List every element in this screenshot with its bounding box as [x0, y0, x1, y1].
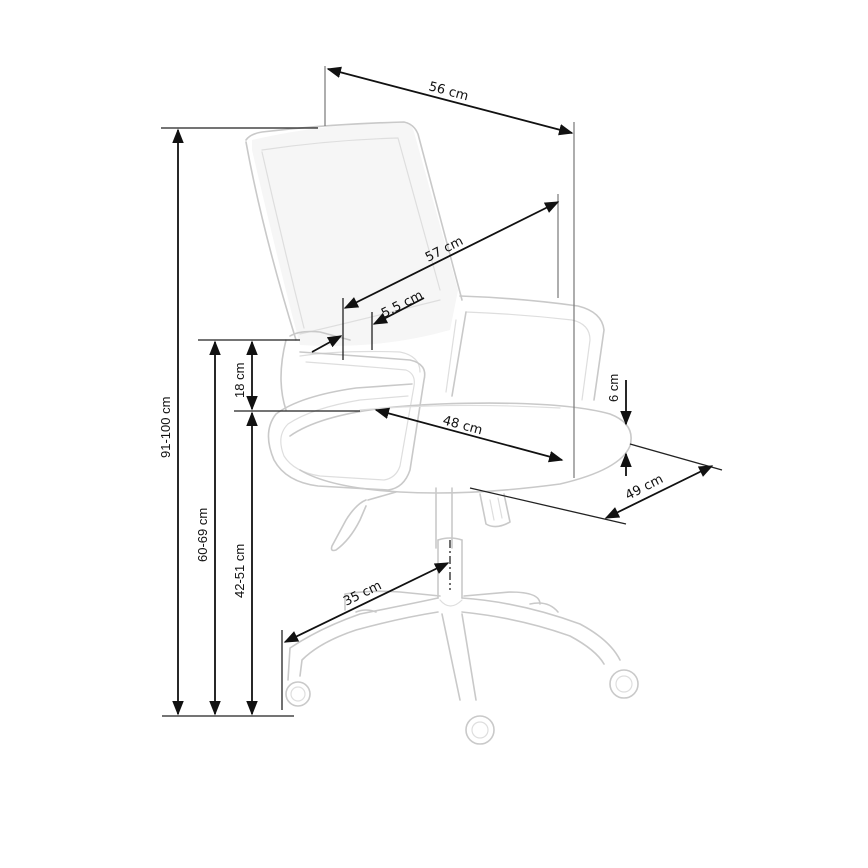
dimension-annotations: 56 cm 57 cm 5,5 cm 91-100 cm 60-69 cm	[158, 66, 723, 717]
label-armrest-height: 60-69 cm	[195, 508, 210, 562]
label-seat-height: 42-51 cm	[232, 544, 247, 598]
dim-base-radius: 35 cm	[281, 540, 451, 710]
casters	[285, 602, 639, 745]
left-armrest	[267, 351, 426, 491]
dim-seat-width: 48 cm	[374, 407, 564, 463]
height-lever	[330, 491, 397, 552]
label-seat-thickness: 6 cm	[606, 374, 621, 402]
dim-armrest-to-seat: 18 cm	[232, 340, 360, 412]
chair-illustration	[245, 121, 639, 745]
dim-overall-depth: 57 cm	[342, 194, 560, 360]
dim-overall-height: 91-100 cm	[158, 127, 318, 716]
backrest	[245, 121, 463, 346]
right-armrest	[445, 295, 605, 401]
dim-seat-height: 42-51 cm	[162, 411, 294, 717]
dim-seat-thickness: 6 cm	[606, 374, 632, 476]
label-seat-width: 48 cm	[441, 413, 484, 438]
label-armrest-to-seat: 18 cm	[232, 363, 247, 398]
gas-lift	[435, 487, 511, 599]
five-star-base	[287, 590, 621, 701]
label-overall-height: 91-100 cm	[158, 397, 173, 458]
dim-armrest-height: 60-69 cm	[195, 339, 300, 716]
